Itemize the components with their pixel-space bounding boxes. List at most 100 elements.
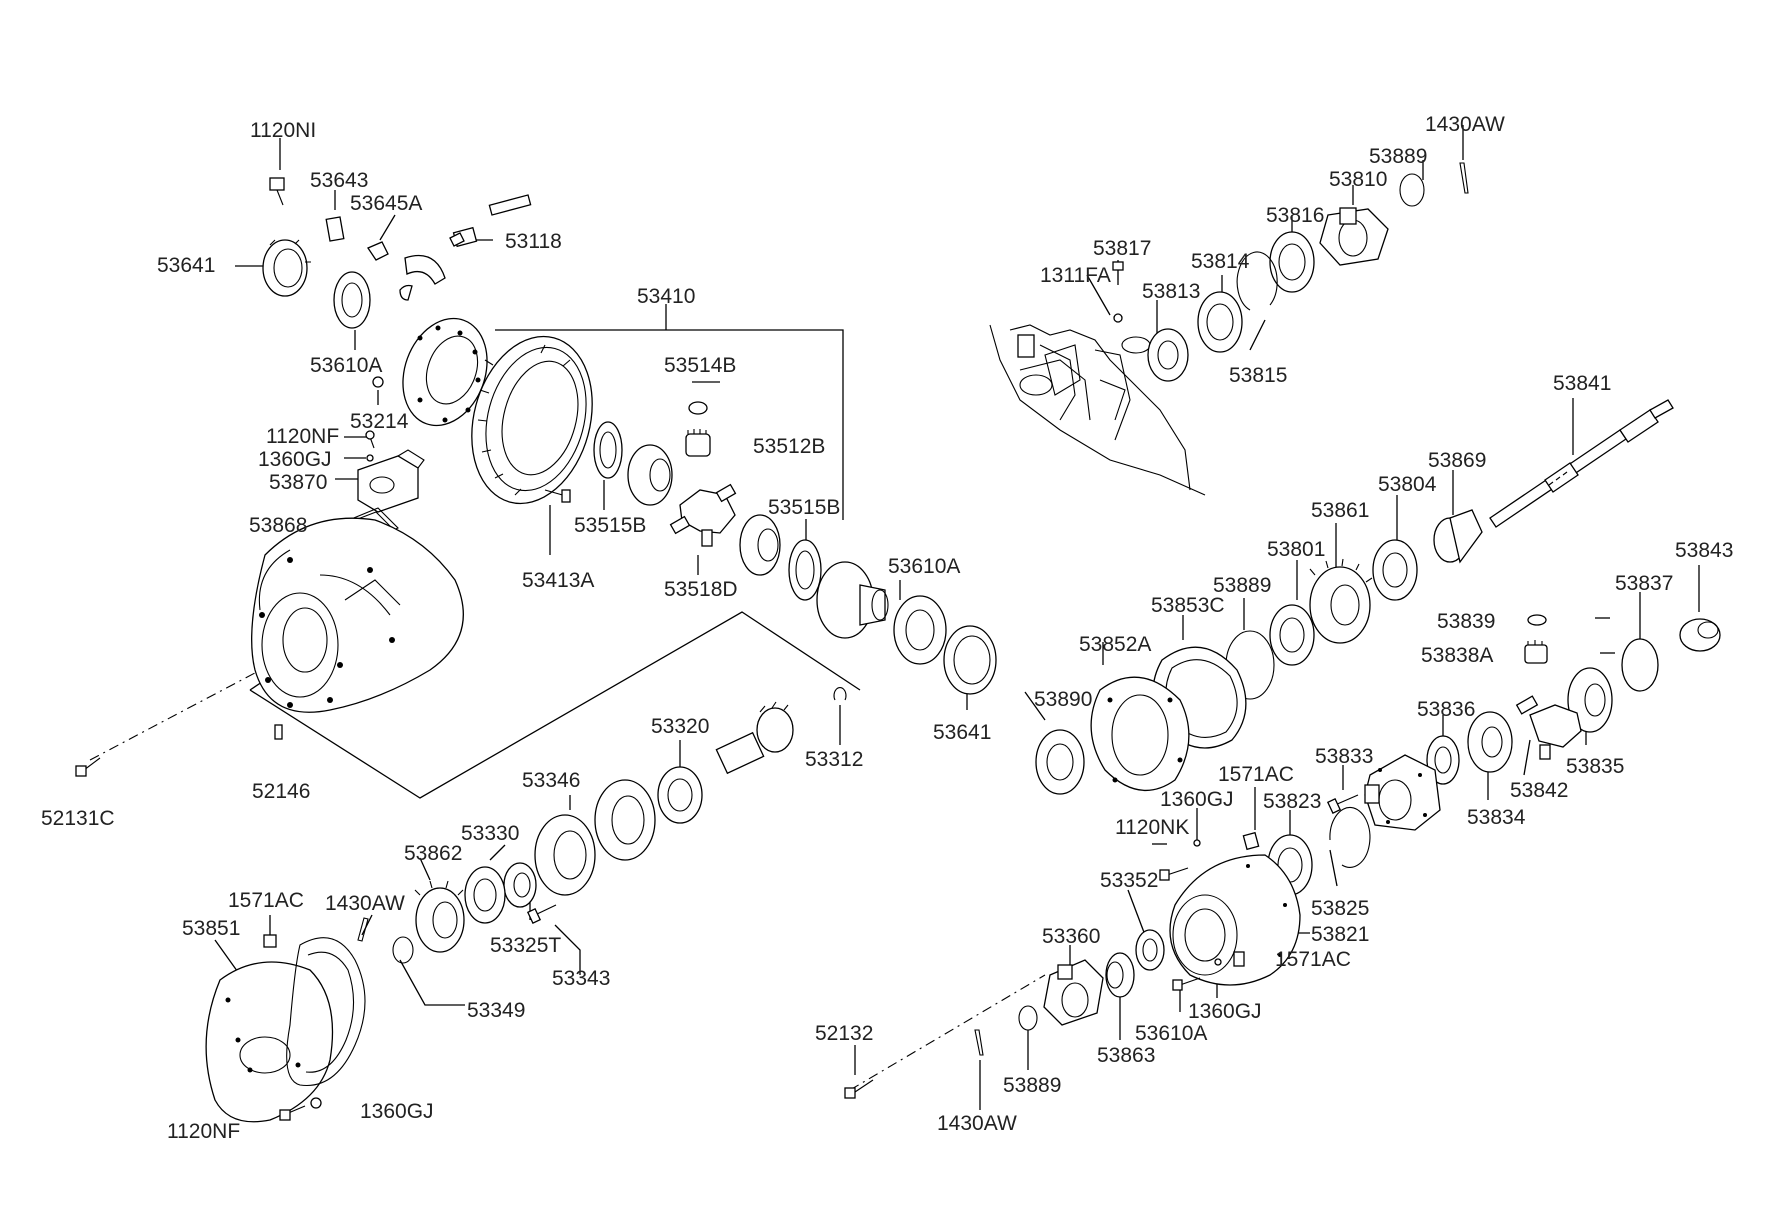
bearing-icon-53610a-mid — [893, 595, 947, 665]
label-52132: 52132 — [815, 1022, 873, 1045]
label-1571AC-b: 1571AC — [1218, 763, 1294, 786]
pinion-gear-icon-53512b — [685, 429, 711, 457]
label-53360: 53360 — [1042, 925, 1100, 948]
label-53312: 53312 — [805, 748, 863, 771]
side-gear-icon-2 — [739, 514, 781, 576]
label-1360GJ-c: 1360GJ — [1160, 788, 1234, 811]
label-53825: 53825 — [1311, 897, 1369, 920]
label-53804: 53804 — [1378, 473, 1437, 496]
bolt-icon-53610a-low — [1172, 977, 1201, 991]
ring-gear-icon — [471, 335, 593, 505]
label-53841: 53841 — [1553, 372, 1611, 395]
parts — [75, 162, 1721, 1123]
nut-icon-53214 — [372, 376, 384, 388]
label-53889-c: 53889 — [1003, 1074, 1061, 1097]
plate-icon-53643 — [325, 216, 345, 242]
washer-icon-53839 — [1527, 614, 1547, 626]
bolt-icon-53413a — [544, 489, 571, 503]
bolt-icon-53118 — [449, 194, 532, 248]
bolt-icon-1120nk — [1159, 867, 1189, 881]
label-1360GJ-b: 1360GJ — [360, 1100, 434, 1123]
label-53890: 53890 — [1034, 688, 1092, 711]
label-53870: 53870 — [269, 471, 327, 494]
gear-icon-53834 — [1467, 711, 1513, 773]
label-53842: 53842 — [1510, 779, 1568, 802]
label-1360GJ-a: 1360GJ — [258, 448, 332, 471]
label-53814: 53814 — [1191, 250, 1250, 273]
cover-icon-53870 — [357, 449, 425, 513]
label-53823: 53823 — [1263, 790, 1321, 813]
label-53801: 53801 — [1267, 538, 1325, 561]
bearing-icon-53804 — [1372, 539, 1418, 601]
snap-ring-icon-53825 — [1329, 806, 1371, 868]
label-1430AW-a: 1430AW — [325, 892, 405, 915]
tab-icon-53645a — [367, 241, 389, 261]
collar-icon-53325t — [503, 862, 537, 908]
gear-icon-53862 — [414, 880, 465, 953]
spider-icon-53518d — [669, 483, 737, 547]
ring-icon-53349 — [392, 936, 414, 964]
main-housing-icon — [251, 517, 464, 713]
label-53518D: 53518D — [664, 578, 738, 601]
label-1430AW-b: 1430AW — [1425, 113, 1505, 136]
spider-icon-53842 — [1515, 695, 1582, 760]
label-52131C: 52131C — [41, 807, 115, 830]
snap-ring-icon-53815 — [1236, 251, 1278, 311]
cotter-pin-icon-1430aw-left — [357, 917, 369, 942]
gear-icon-53861 — [1309, 558, 1373, 644]
transfer-case-icon-53821 — [1169, 854, 1301, 986]
label-1120NK: 1120NK — [1115, 816, 1189, 839]
transmission-housing-context — [989, 324, 1206, 496]
bearing-icon-53813 — [1147, 328, 1189, 382]
label-53641-a: 53641 — [157, 254, 215, 277]
label-53837: 53837 — [1615, 572, 1673, 595]
label-53839: 53839 — [1437, 610, 1495, 633]
adjusting-nut-icon-53641 — [262, 239, 311, 297]
bearing-icon-53610a-top — [333, 271, 371, 329]
bearing-icon-53352 — [1135, 929, 1165, 971]
ring-icon-53889-bottom — [1018, 1005, 1038, 1031]
label-53512B: 53512B — [753, 435, 825, 458]
bearing-icon-53801 — [1269, 604, 1315, 666]
label-53610A-b: 53610A — [888, 555, 960, 578]
label-53821: 53821 — [1311, 923, 1369, 946]
cap-icon-53843 — [1679, 618, 1721, 652]
label-53813: 53813 — [1142, 280, 1200, 303]
label-53118: 53118 — [505, 230, 562, 253]
label-1120NF-a: 1120NF — [266, 425, 339, 448]
label-53816: 53816 — [1266, 204, 1324, 227]
label-53889-a: 53889 — [1369, 145, 1427, 168]
label-1571AC-c: 1571AC — [1275, 948, 1351, 971]
thrust-washer-icon-53515b-2 — [788, 539, 822, 601]
bearing-icon-53330 — [464, 866, 506, 924]
label-53834: 53834 — [1467, 806, 1526, 829]
label-53835: 53835 — [1566, 755, 1624, 778]
output-shaft-icon-53841 — [1489, 399, 1674, 528]
washer-icon-53837 — [1621, 638, 1659, 692]
snap-ring-icon-53312 — [833, 687, 847, 701]
washer-icon-1360gj-mid — [1193, 839, 1201, 847]
label-53641-b: 53641 — [933, 721, 991, 744]
label-53817: 53817 — [1093, 237, 1151, 260]
center-diff-case-icon — [1364, 754, 1441, 831]
differential-case-icon-53410 — [402, 317, 488, 427]
plug-icon-1571ac-left — [263, 934, 277, 948]
label-53610A-c: 53610A — [1135, 1022, 1207, 1045]
label-1120NF-b: 1120NF — [167, 1120, 240, 1143]
label-53838A: 53838A — [1421, 644, 1493, 667]
label-53863: 53863 — [1097, 1044, 1155, 1067]
label-53889-b: 53889 — [1213, 574, 1271, 597]
label-1430AW-c: 1430AW — [937, 1112, 1017, 1135]
bearing-icon-53816 — [1269, 231, 1315, 293]
label-53815: 53815 — [1229, 364, 1287, 387]
bolt-icon-1120ni — [269, 177, 285, 206]
label-52146: 52146 — [252, 780, 310, 803]
bolt-icon-1120nf-top — [365, 430, 375, 462]
cotter-pin-icon-1430aw-top — [1459, 162, 1469, 194]
bolt-icon-53833 — [1326, 794, 1359, 814]
bolt-icon-52131c — [75, 757, 101, 777]
rear-cover-icon-53851 — [205, 937, 366, 1123]
flange-icon-a — [594, 779, 656, 861]
label-53862: 53862 — [404, 842, 462, 865]
label-53410: 53410 — [637, 285, 695, 308]
